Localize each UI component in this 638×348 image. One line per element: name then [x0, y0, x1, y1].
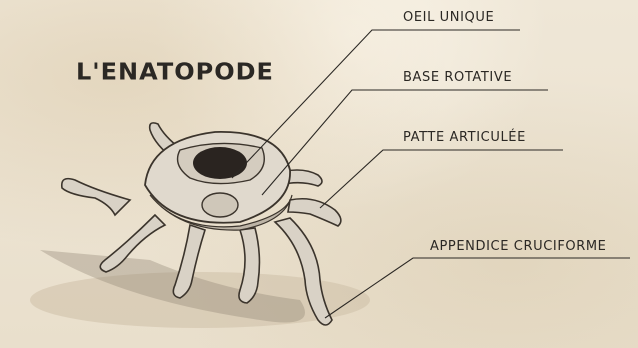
leader-patte: [320, 150, 563, 208]
single-eye: [193, 147, 247, 179]
diagram-title: L'ENATOPODE: [76, 59, 274, 86]
label-base-rotative: BASE ROTATIVE: [403, 70, 512, 85]
leader-appendice: [325, 258, 630, 318]
label-patte-articulee: PATTE ARTICULÉE: [403, 130, 526, 145]
label-oeil-unique: OEIL UNIQUE: [403, 10, 494, 25]
label-appendice-cruciforme: APPENDICE CRUCIFORME: [430, 239, 607, 254]
